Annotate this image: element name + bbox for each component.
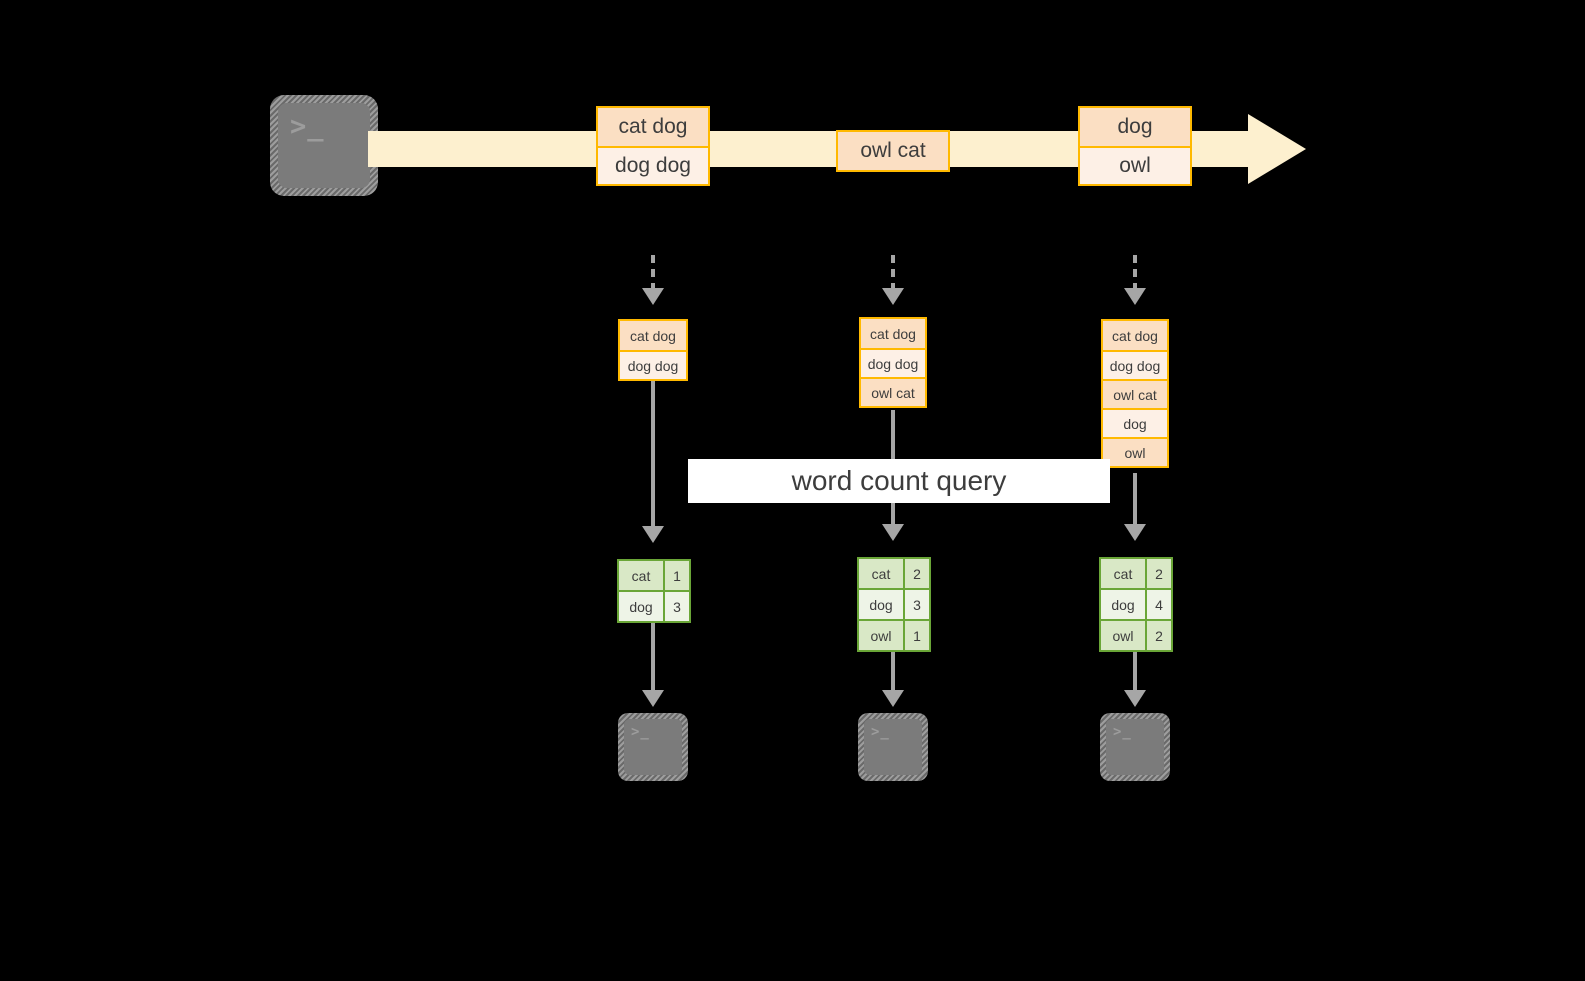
snapshot-1-sink-terminal-icon: >_ (618, 713, 688, 781)
snapshot-record: cat dog (861, 319, 925, 348)
snapshot-3-query-arrowhead (1124, 524, 1146, 541)
snapshot-3-sink-arrowhead (1124, 690, 1146, 707)
result-word: dog (1101, 590, 1145, 619)
snapshot-3-sink-connector (1133, 650, 1137, 693)
prompt-glyph: >_ (631, 724, 650, 740)
snapshot-record: cat dog (1103, 321, 1167, 350)
batch-to-snapshot-arrowhead (1124, 288, 1146, 305)
snapshot-1-sink-connector (651, 621, 655, 693)
terminal-screen: >_ (278, 103, 370, 188)
result-row: cat 2 (1101, 559, 1171, 588)
result-count: 4 (1145, 590, 1171, 619)
batch-to-snapshot-arrowhead (642, 288, 664, 305)
result-count: 2 (1145, 621, 1171, 650)
snapshot-record: owl (1103, 437, 1167, 466)
result-row: cat 1 (619, 561, 689, 590)
stream-record: cat dog (598, 108, 708, 146)
snapshot-2-query-arrowhead (882, 524, 904, 541)
stream-record: dog dog (598, 146, 708, 184)
batch-to-snapshot-connector (891, 255, 895, 291)
snapshot-record: dog dog (620, 350, 686, 379)
snapshot-record: dog dog (861, 348, 925, 377)
stream-arrowhead (1248, 114, 1306, 184)
query-label-band: word count query (688, 459, 1110, 503)
result-word: cat (859, 559, 903, 588)
result-row: owl 1 (859, 619, 929, 650)
snapshot-1-sink-arrowhead (642, 690, 664, 707)
result-row: dog 4 (1101, 588, 1171, 619)
prompt-glyph: >_ (871, 724, 890, 740)
stream-batch-3: dog owl (1078, 106, 1192, 186)
source-terminal-icon: >_ (270, 95, 378, 196)
result-count: 2 (903, 559, 929, 588)
snapshot-2-result-table: cat 2 dog 3 owl 1 (857, 557, 931, 652)
stream-record: dog (1080, 108, 1190, 146)
batch-to-snapshot-connector (1133, 255, 1137, 291)
snapshot-record: cat dog (620, 321, 686, 350)
result-row: dog 3 (619, 590, 689, 621)
result-row: dog 3 (859, 588, 929, 619)
prompt-glyph: >_ (290, 111, 325, 142)
result-word: cat (1101, 559, 1145, 588)
snapshot-2-sink-connector (891, 650, 895, 693)
batch-to-snapshot-connector (651, 255, 655, 291)
stream-batch-2: owl cat (836, 130, 950, 172)
snapshot-2-sink-terminal-icon: >_ (858, 713, 928, 781)
result-row: owl 2 (1101, 619, 1171, 650)
snapshot-3-query-connector (1133, 473, 1137, 528)
snapshot-1-query-connector (651, 381, 655, 529)
stream-record: owl (1080, 146, 1190, 184)
result-word: cat (619, 561, 663, 590)
result-count: 3 (663, 592, 689, 621)
result-count: 3 (903, 590, 929, 619)
result-word: owl (859, 621, 903, 650)
snapshot-1-input-records: cat dog dog dog (618, 319, 688, 381)
result-word: dog (859, 590, 903, 619)
stream-record: owl cat (838, 132, 948, 170)
prompt-glyph: >_ (1113, 724, 1132, 740)
result-count: 1 (903, 621, 929, 650)
snapshot-2-input-records: cat dog dog dog owl cat (859, 317, 927, 408)
result-count: 2 (1145, 559, 1171, 588)
snapshot-3-input-records: cat dog dog dog owl cat dog owl (1101, 319, 1169, 468)
terminal-screen: >_ (1106, 719, 1164, 775)
snapshot-record: owl cat (1103, 379, 1167, 408)
query-label: word count query (791, 465, 1007, 496)
snapshot-record: owl cat (861, 377, 925, 406)
snapshot-record: dog dog (1103, 350, 1167, 379)
terminal-screen: >_ (864, 719, 922, 775)
snapshot-1-result-table: cat 1 dog 3 (617, 559, 691, 623)
batch-to-snapshot-arrowhead (882, 288, 904, 305)
result-word: dog (619, 592, 663, 621)
snapshot-3-sink-terminal-icon: >_ (1100, 713, 1170, 781)
stream-batch-1: cat dog dog dog (596, 106, 710, 186)
snapshot-3-result-table: cat 2 dog 4 owl 2 (1099, 557, 1173, 652)
snapshot-record: dog (1103, 408, 1167, 437)
snapshot-2-sink-arrowhead (882, 690, 904, 707)
result-word: owl (1101, 621, 1145, 650)
terminal-screen: >_ (624, 719, 682, 775)
snapshot-1-query-arrowhead (642, 526, 664, 543)
result-count: 1 (663, 561, 689, 590)
result-row: cat 2 (859, 559, 929, 588)
